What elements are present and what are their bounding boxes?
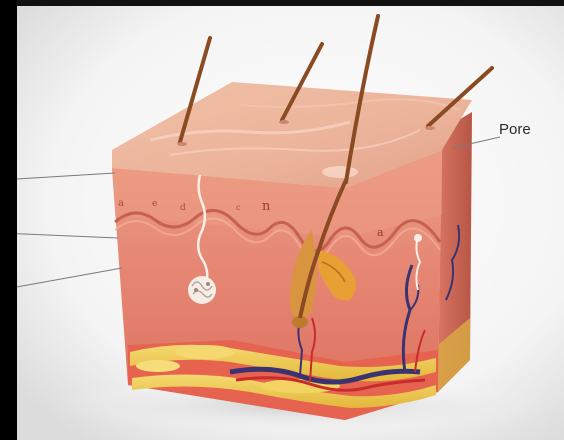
hair-root-point [177,142,187,146]
cell-mark: e [152,199,157,209]
cell-mark: d [180,203,186,213]
cell-mark: n [262,199,271,214]
duct-opening [414,234,422,242]
fat-lobule [175,345,235,359]
hair-root-point [425,126,435,130]
cell-mark: a [377,226,384,239]
fat-lobule [136,360,180,372]
cell-mark: a [118,198,124,209]
left-frame-bar-overlay [0,0,17,440]
sweat-gland [188,276,216,304]
hair-exit-highlight [322,166,358,178]
pore-label: Pore [499,121,531,138]
hair-root-point [279,120,289,124]
cell-mark: c [236,203,241,212]
